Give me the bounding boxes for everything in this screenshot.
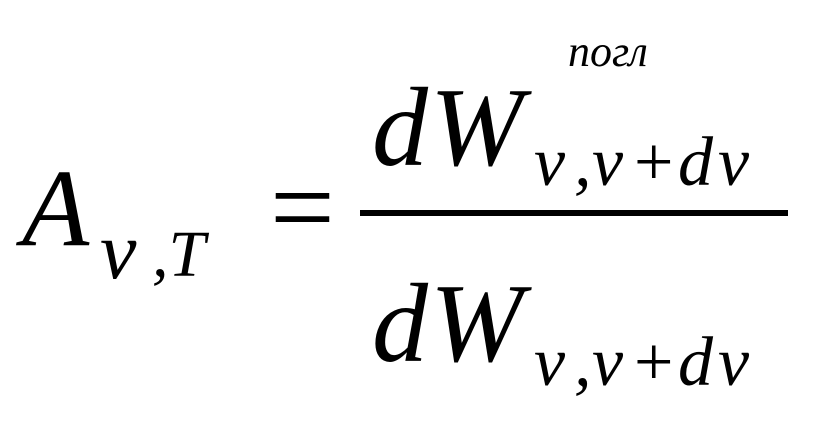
denominator-subscript-comma: ,	[574, 324, 592, 401]
numerator-W: W	[430, 66, 524, 190]
numerator-subscript-d: d	[678, 124, 713, 201]
denominator-subscript-nu-3: ν	[718, 324, 750, 401]
lhs-subscript-nu: ν	[100, 205, 137, 296]
denominator-subscript-nu-1: ν	[534, 324, 566, 401]
numerator-superscript: погл	[568, 27, 648, 76]
lhs-subscript-comma-T: ,T	[152, 218, 206, 291]
fraction-bar	[360, 210, 788, 216]
denominator-subscript-d: d	[678, 324, 713, 401]
numerator-subscript-nu-2: ν	[592, 124, 624, 201]
numerator-subscript-nu-3: ν	[718, 124, 750, 201]
denominator-subscript-plus: +	[634, 324, 674, 401]
numerator-subscript-nu-1: ν	[534, 124, 566, 201]
numerator-d: d	[372, 66, 428, 190]
lhs-symbol-A: A	[22, 147, 90, 269]
numerator-subscript-comma: ,	[574, 124, 592, 201]
denominator-W: W	[430, 262, 524, 386]
denominator-subscript-nu-2: ν	[592, 324, 624, 401]
denominator-d: d	[372, 262, 428, 386]
numerator-subscript-plus: +	[634, 124, 674, 201]
equals-sign: =	[270, 144, 335, 271]
